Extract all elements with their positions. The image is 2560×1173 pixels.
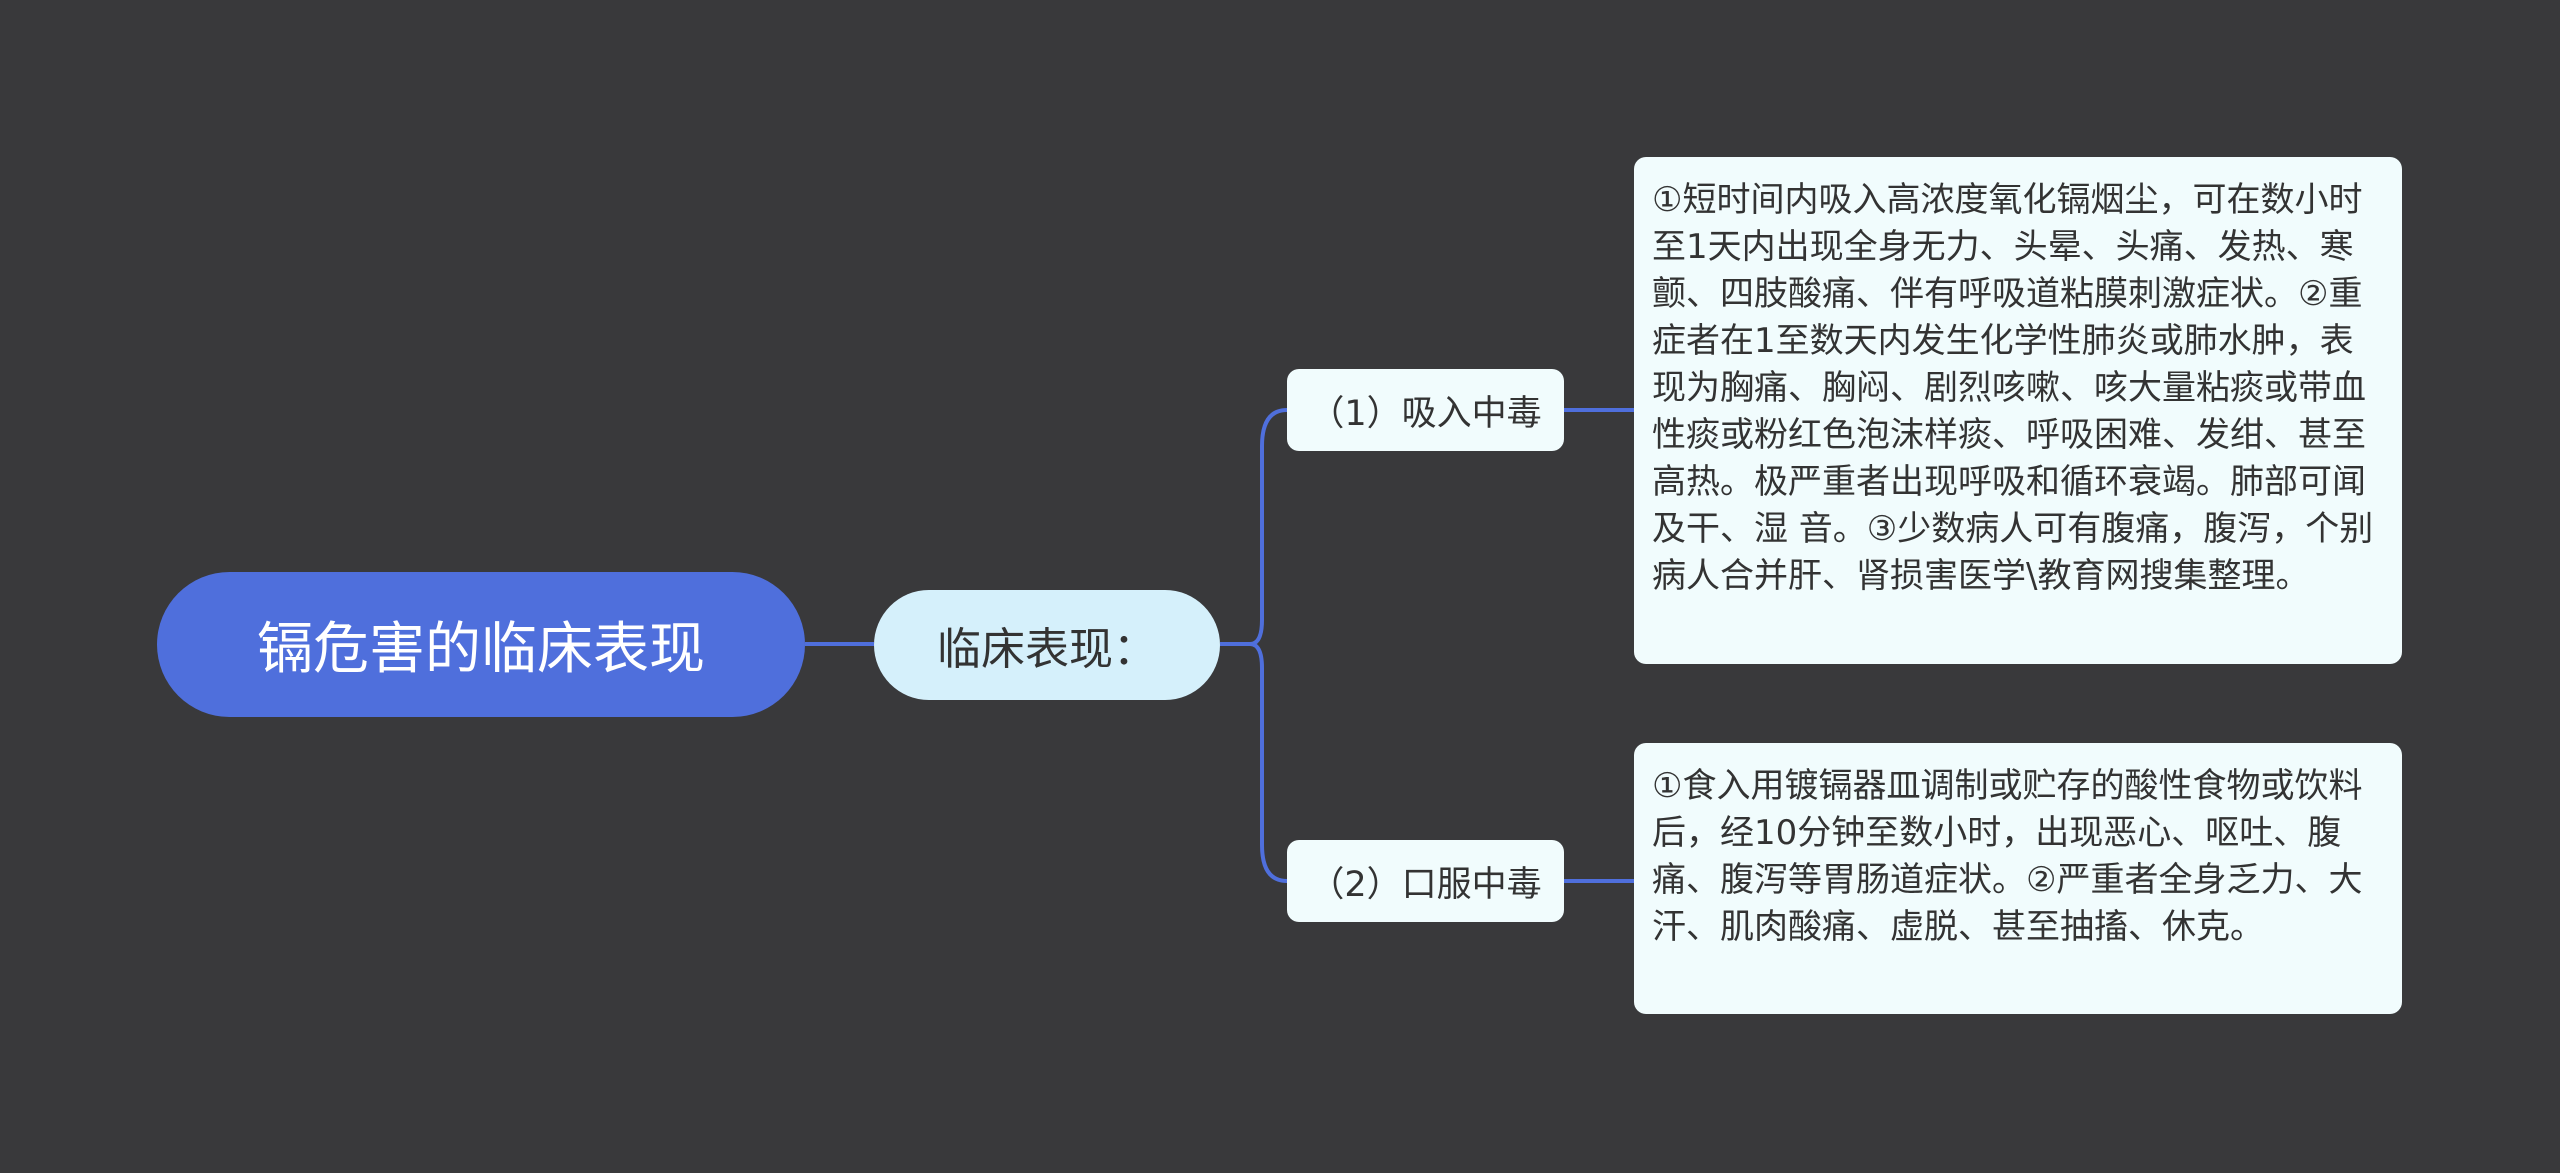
branch-node-label: （1）吸入中毒 <box>1309 393 1542 434</box>
root-node[interactable]: 镉危害的临床表现 <box>157 572 805 717</box>
detail-node-text: ①短时间内吸入高浓度氧化镉烟尘，可在数小时至1天内出现全身无力、头晕、头痛、发热… <box>1652 180 2374 596</box>
branch-node-label: （2）口服中毒 <box>1309 864 1542 905</box>
level1-node[interactable]: 临床表现： <box>874 590 1220 700</box>
level1-node-label: 临床表现： <box>937 624 1157 675</box>
detail-node-oral[interactable]: ①食入用镀镉器皿调制或贮存的酸性食物或饮料后，经10分钟至数小时，出现恶心、呕吐… <box>1634 743 2402 1014</box>
detail-node-inhalation[interactable]: ①短时间内吸入高浓度氧化镉烟尘，可在数小时至1天内出现全身无力、头晕、头痛、发热… <box>1634 157 2402 664</box>
connector-level1-to-branch-2 <box>1249 642 1288 883</box>
detail-node-text: ①食入用镀镉器皿调制或贮存的酸性食物或饮料后，经10分钟至数小时，出现恶心、呕吐… <box>1652 766 2363 947</box>
root-node-label: 镉危害的临床表现 <box>257 617 705 682</box>
branch-node-inhalation[interactable]: （1）吸入中毒 <box>1287 369 1564 451</box>
branch-node-oral[interactable]: （2）口服中毒 <box>1287 840 1564 922</box>
connector-level1-to-branch-1 <box>1220 408 1288 646</box>
